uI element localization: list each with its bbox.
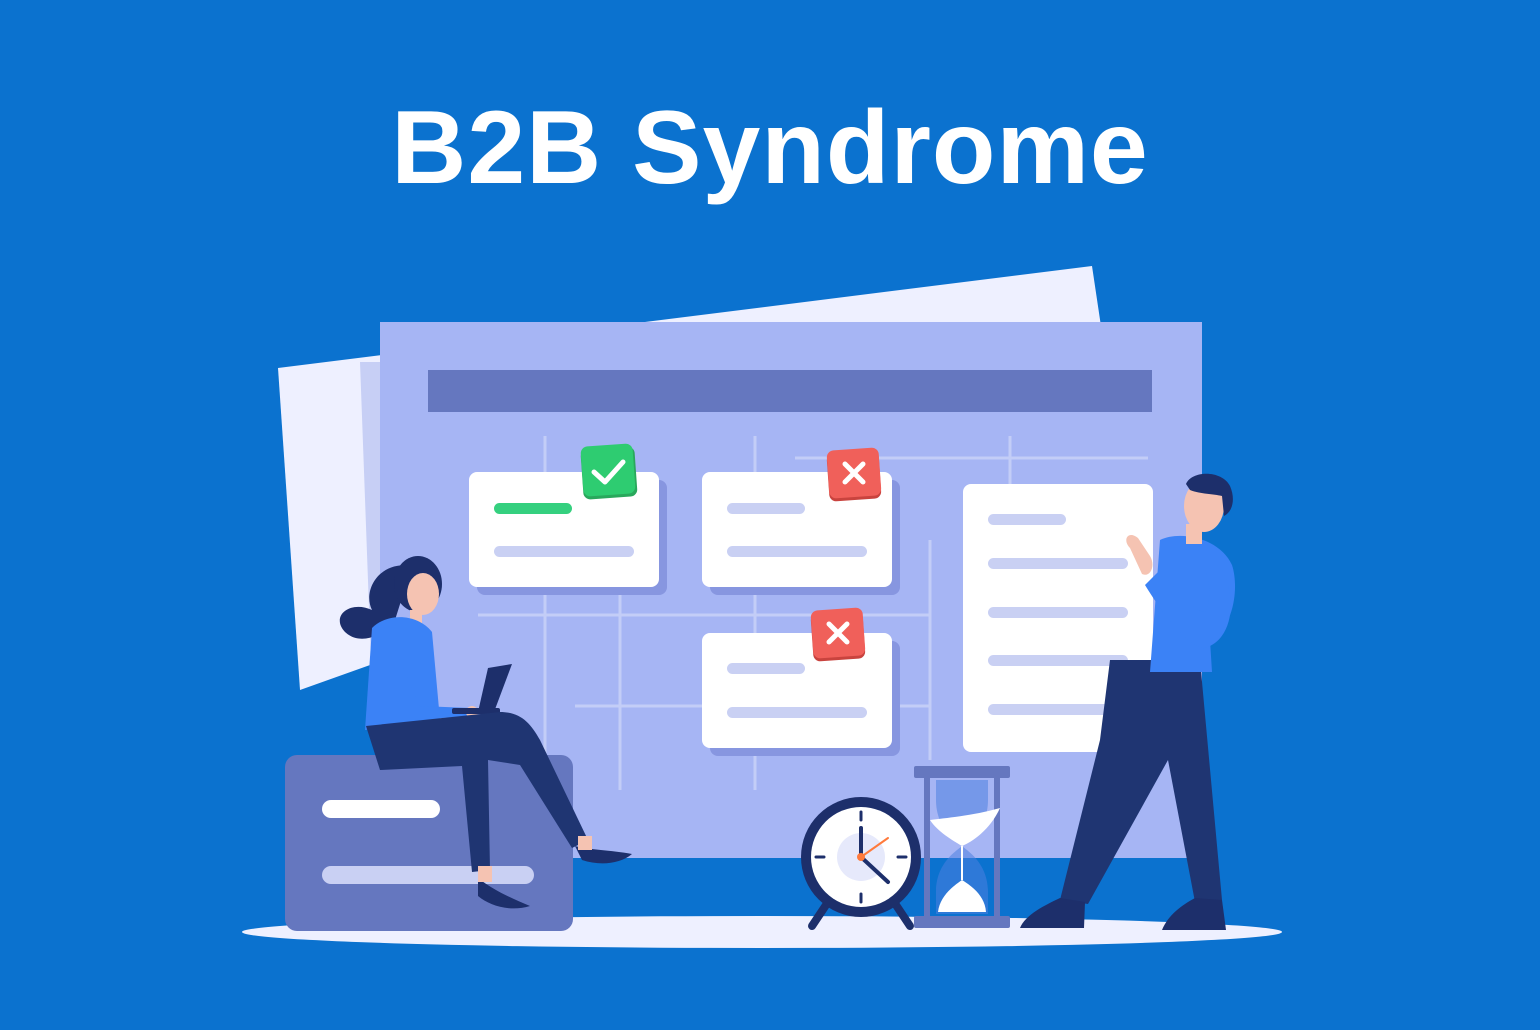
close-icon [826, 447, 882, 502]
task-card-approved [469, 443, 667, 595]
hourglass-icon [914, 766, 1010, 928]
man-holding-sheet [1020, 473, 1236, 930]
woman-with-laptop [339, 556, 632, 909]
stool-block [285, 755, 573, 931]
requirements-sheet [963, 484, 1153, 752]
clock-icon [801, 797, 921, 930]
task-card-rejected-top [702, 447, 900, 595]
page-title: B2B Syndrome [391, 90, 1149, 206]
close-icon [810, 607, 866, 662]
task-card-rejected-bottom [702, 607, 900, 756]
check-icon [580, 443, 638, 500]
board-header-bar [428, 370, 1152, 412]
